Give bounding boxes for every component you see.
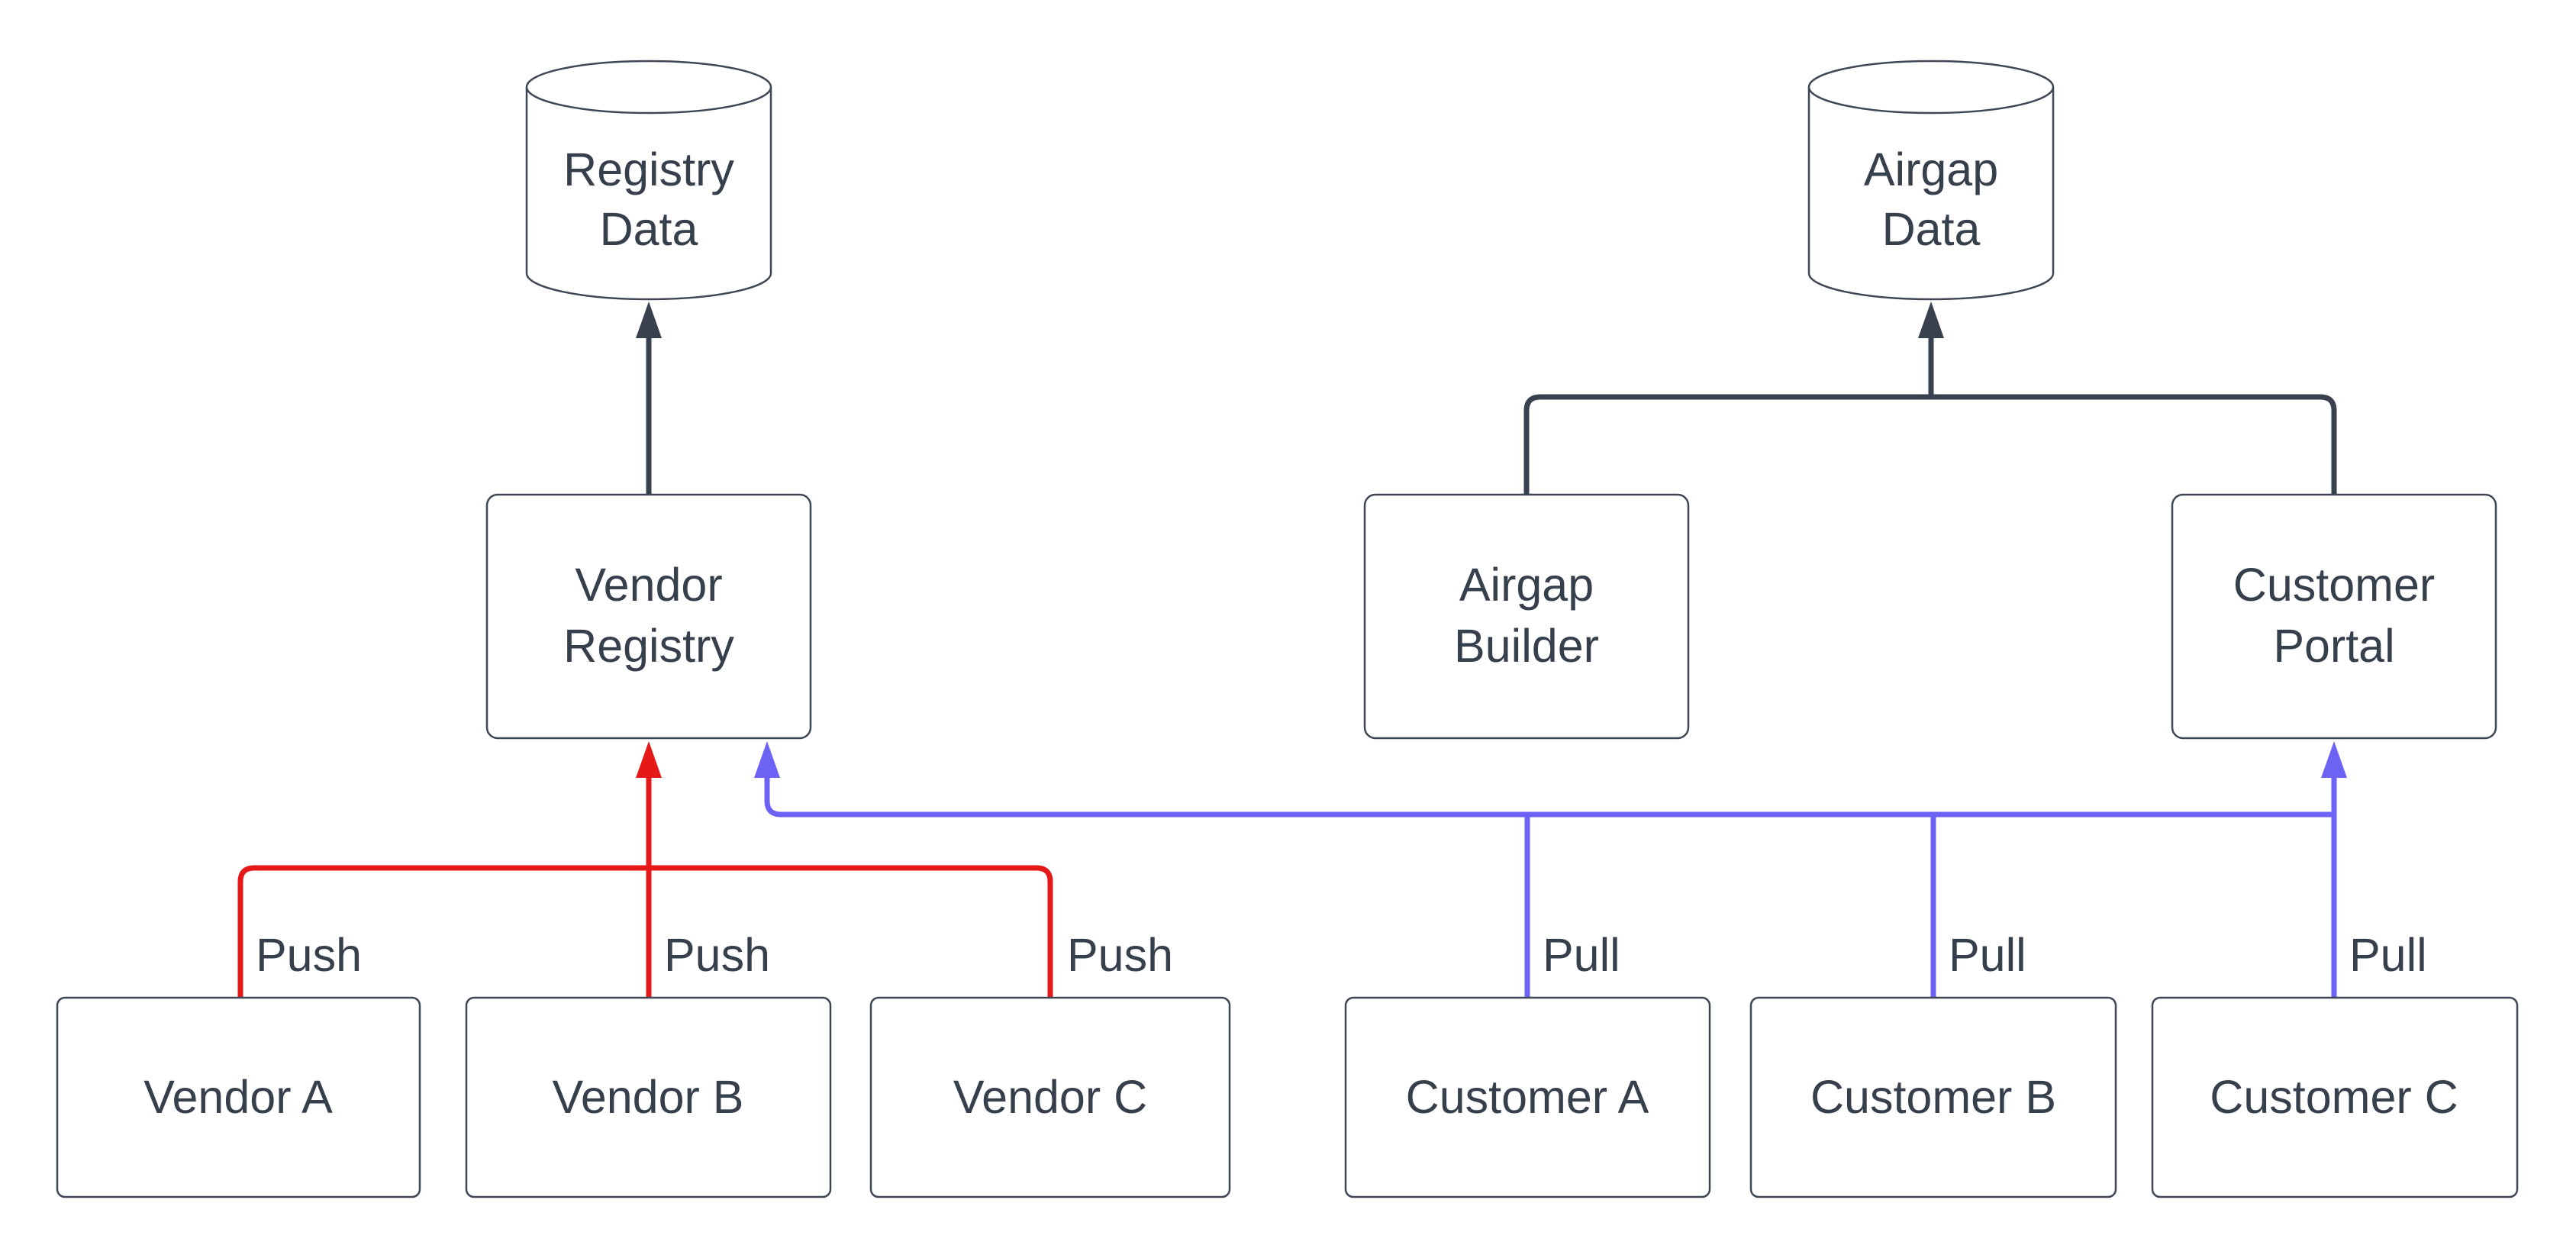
registry-data-cylinder-body: [525, 87, 772, 301]
vendor-a-label: Vendor A: [143, 1071, 333, 1123]
node-vendor-a: Vendor A: [56, 996, 421, 1198]
edge-airgap-builder-customer-portal-merge: [1523, 394, 2337, 495]
push-label-vendor-b: Push: [664, 929, 770, 981]
vendor-b-label: Vendor B: [553, 1071, 744, 1123]
airgap-builder-label-line2: Builder: [1454, 620, 1599, 672]
vendor-a-box: [56, 996, 421, 1198]
pull-label-customer-c: Pull: [2349, 929, 2427, 981]
arrowhead-into-registry-data: [636, 302, 662, 338]
datastore-airgap-data: Airgap Data: [1807, 60, 2055, 301]
node-airgap-builder: Airgap Builder: [1363, 493, 1690, 740]
airgap-data-cylinder-top: [1807, 60, 2055, 115]
node-vendor-b: Vendor B: [465, 996, 832, 1198]
airgap-builder-label-line1: Airgap: [1459, 559, 1594, 611]
customer-a-label: Customer A: [1406, 1071, 1649, 1123]
vendor-registry-label-line2: Registry: [563, 620, 734, 672]
customer-b-label: Customer B: [1810, 1071, 2056, 1123]
vendor-b-box: [465, 996, 832, 1198]
customer-portal-box: [2171, 493, 2497, 740]
pull-label-customer-b: Pull: [1949, 929, 2026, 981]
arrowhead-pull-into-vendor-registry: [754, 741, 780, 778]
vendor-registry-label-line1: Vendor: [575, 559, 722, 611]
customer-b-box: [1749, 996, 2117, 1198]
node-customer-a: Customer A: [1344, 996, 1711, 1198]
registry-data-cylinder-top: [525, 60, 772, 115]
airgap-data-cylinder-body: [1807, 87, 2055, 301]
edge-labels: Push Push Push Pull Pull Pull: [256, 929, 2427, 981]
pull-label-customer-a: Pull: [1543, 929, 1620, 981]
push-label-vendor-a: Push: [256, 929, 362, 981]
vendor-c-box: [869, 996, 1231, 1198]
arrowhead-push-into-vendor-registry: [636, 741, 662, 778]
edge-pull-trunk: [764, 776, 2334, 818]
customer-c-box: [2151, 996, 2519, 1198]
push-label-vendor-c: Push: [1067, 929, 1173, 981]
airgap-data-label-line1: Airgap: [1864, 144, 1998, 195]
registry-data-label-line2: Data: [600, 203, 698, 255]
edge-push-trunk: [237, 865, 1053, 998]
customer-c-label: Customer C: [2210, 1071, 2458, 1123]
node-customer-b: Customer B: [1749, 996, 2117, 1198]
airgap-builder-box: [1363, 493, 1690, 740]
vendor-c-label: Vendor C: [953, 1071, 1147, 1123]
node-customer-portal: Customer Portal: [2171, 493, 2497, 740]
registry-data-label-line1: Registry: [563, 144, 734, 195]
node-vendor-registry: Vendor Registry: [485, 493, 812, 740]
arrowhead-into-airgap-data: [1918, 302, 1944, 338]
customer-portal-label-line2: Portal: [2273, 620, 2394, 672]
vendor-registry-box: [485, 493, 812, 740]
dark-flow-edges: [636, 302, 2337, 495]
customer-a-box: [1344, 996, 1711, 1198]
arrowhead-pull-into-customer-portal: [2321, 741, 2347, 778]
datastore-registry-data: Registry Data: [525, 60, 772, 301]
node-vendor-c: Vendor C: [869, 996, 1231, 1198]
airgap-data-label-line2: Data: [1882, 203, 1981, 255]
customer-portal-label-line1: Customer: [2233, 559, 2435, 611]
push-edges: [237, 741, 1053, 998]
pull-edges: [754, 741, 2347, 998]
node-customer-c: Customer C: [2151, 996, 2519, 1198]
